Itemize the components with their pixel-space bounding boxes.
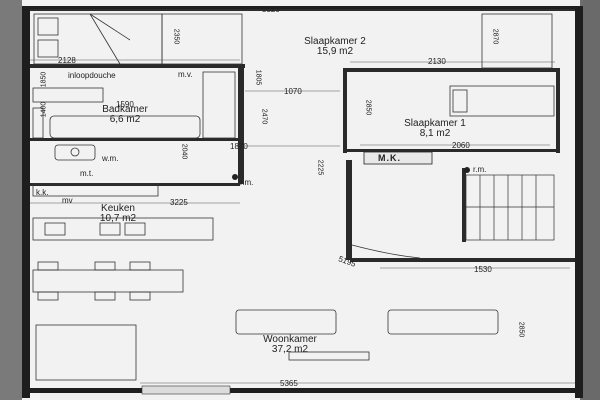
bathroom-fixtures xyxy=(32,71,236,161)
room-woonkamer: Woonkamer 37,2 m2 xyxy=(250,335,330,355)
label-mt: m.t. xyxy=(80,169,94,178)
dim-v-sk1: 2850 xyxy=(364,99,372,116)
sofas xyxy=(35,309,499,381)
room-badkamer-area: 6,6 m2 xyxy=(109,114,141,125)
dim-v-hall-c: 2040 xyxy=(180,143,188,160)
label-mv-keuken: mv xyxy=(62,196,73,205)
stairs xyxy=(465,174,555,241)
mk-box xyxy=(363,151,433,165)
dim-hall-width: 1070 xyxy=(284,87,302,96)
room-keuken-name: Keuken xyxy=(101,203,135,214)
dim-v-sk2-left: 2350 xyxy=(172,28,180,45)
dim-v-woon-right: 2850 xyxy=(517,321,525,338)
wardrobe-slaapkamer2 xyxy=(161,13,243,65)
label-mv-bad: m.v. xyxy=(178,70,193,79)
kitchen-counter xyxy=(32,183,214,241)
door-arc xyxy=(351,244,421,259)
cabinet-slaapkamer2 xyxy=(481,13,553,69)
room-slaapkamer2-area: 15,9 m2 xyxy=(316,46,354,57)
dim-v-mk: 2225 xyxy=(316,159,324,176)
label-kk: k.k. xyxy=(36,188,49,197)
left-margin xyxy=(0,0,22,400)
dim-sk1-width: 2060 xyxy=(452,141,470,150)
label-wm: w.m. xyxy=(102,154,119,163)
dim-v-bad-top: 1850 xyxy=(40,71,48,88)
label-rm-stair: r.m. xyxy=(473,165,487,174)
room-woonkamer-area: 37,2 m2 xyxy=(271,344,309,355)
dim-bottom: 5365 xyxy=(280,379,298,388)
room-keuken: Keuken 10,7 m2 xyxy=(88,204,148,224)
dim-keuken-width: 3225 xyxy=(170,198,188,207)
dim-hall-length: 1870 xyxy=(230,142,248,151)
label-mk: M.K. xyxy=(378,153,401,163)
right-margin xyxy=(583,0,600,400)
dim-top: 5320 xyxy=(262,5,280,14)
bed-slaapkamer1 xyxy=(449,85,555,117)
room-slaapkamer2-name: Slaapkamer 2 xyxy=(304,36,366,47)
dim-v-sk2-right: 2870 xyxy=(491,28,499,45)
room-woonkamer-name: Woonkamer xyxy=(263,334,317,345)
room-slaapkamer1: Slaapkamer 1 8,1 m2 xyxy=(385,119,485,139)
dim-v-hall-a: 1805 xyxy=(254,69,262,86)
bottom-window xyxy=(141,385,231,395)
smoke-detector-icons xyxy=(232,167,470,180)
dim-woon-right: 1530 xyxy=(474,265,492,274)
label-rm-hall: r.m. xyxy=(240,178,254,187)
interior-walls xyxy=(30,64,575,262)
dining-table xyxy=(32,261,184,301)
exterior-walls xyxy=(22,6,583,398)
dim-sk2-right: 2130 xyxy=(428,57,446,66)
room-badkamer: Badkamer 6,6 m2 xyxy=(85,105,165,125)
label-inloopdouche: inloopdouche xyxy=(68,71,116,80)
room-slaapkamer1-area: 8,1 m2 xyxy=(419,128,451,139)
dim-bad-width: 1590 xyxy=(116,100,134,109)
room-badkamer-name: Badkamer xyxy=(102,104,148,115)
dim-v-hall-b: 2470 xyxy=(260,108,268,125)
dim-v-bad-left: 1400 xyxy=(40,101,48,118)
dim-sk2-left: 2128 xyxy=(58,56,76,65)
dimension-lines xyxy=(30,9,575,384)
room-slaapkamer2: Slaapkamer 2 15,9 m2 xyxy=(285,37,385,57)
room-slaapkamer1-name: Slaapkamer 1 xyxy=(404,118,466,129)
room-keuken-area: 10,7 m2 xyxy=(99,213,137,224)
